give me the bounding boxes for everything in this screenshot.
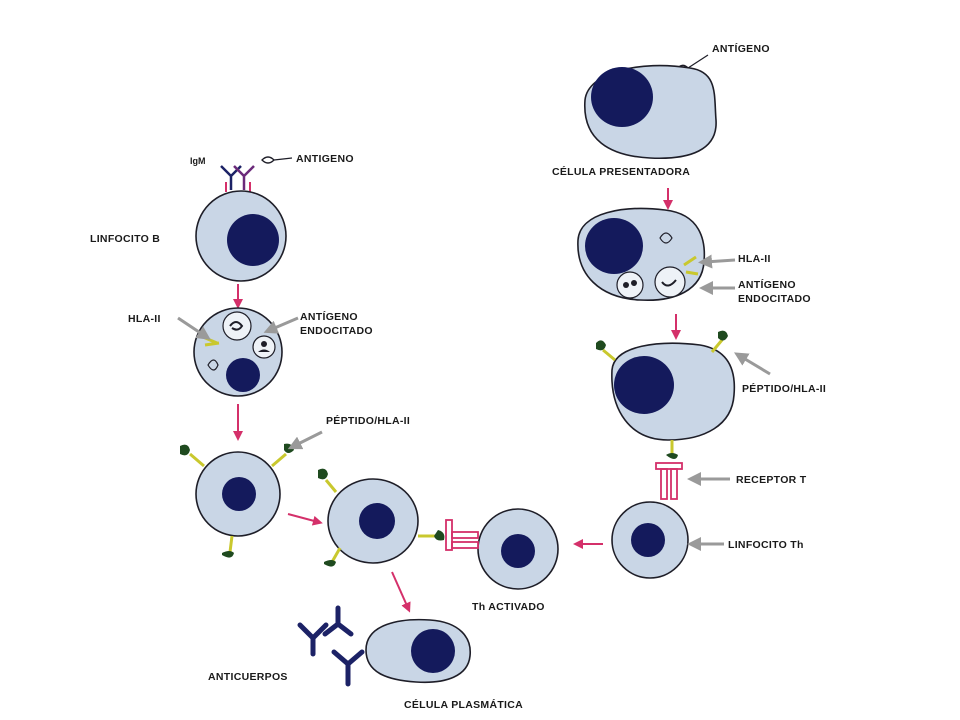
hla-ii-left-label: HLA-II bbox=[128, 313, 161, 325]
apc-cell-3 bbox=[596, 330, 736, 459]
celula-plasmatica-cell bbox=[365, 618, 471, 684]
celula-plasmatica-label: CÉLULA PLASMÁTICA bbox=[404, 698, 523, 711]
celula-presentadora-label: CÉLULA PRESENTADORA bbox=[552, 165, 690, 178]
apc-nucleus-1 bbox=[591, 67, 653, 127]
antigeno-endocitado-right-label-2: ENDOCITADO bbox=[738, 293, 811, 305]
gray-arrow-hla-left bbox=[177, 316, 211, 340]
antigeno-endocitado-left-label-1: ANTÍGENO bbox=[300, 310, 358, 323]
th-nucleus bbox=[631, 523, 665, 557]
receptor-t-label: RECEPTOR T bbox=[736, 474, 807, 486]
th-activado-cell bbox=[477, 508, 559, 590]
antigen-top-label: ANTÍGENO bbox=[712, 42, 770, 55]
linfocito-b-label: LINFOCITO B bbox=[90, 233, 160, 245]
pink-arrow-b-4 bbox=[391, 571, 411, 613]
antibody-1 bbox=[297, 622, 329, 657]
antibody-2 bbox=[322, 605, 354, 637]
receptor-t bbox=[655, 462, 683, 500]
b-vesicle-1 bbox=[222, 311, 252, 341]
apc-nucleus-2 bbox=[585, 218, 643, 274]
peptido-hla-right-label: PÉPTIDO/HLA-II bbox=[742, 382, 826, 395]
gray-arrow-endocitado-left bbox=[263, 316, 299, 334]
peptido-hla-left-label: PÉPTIDO/HLA-II bbox=[326, 414, 410, 427]
b-cell-activated bbox=[318, 468, 419, 567]
antigeno-endocitado-right-label-1: ANTÍGENO bbox=[738, 278, 796, 291]
th-activado-nucleus bbox=[501, 534, 535, 568]
antibody-3 bbox=[331, 649, 365, 687]
linfocito-b-cell bbox=[195, 190, 287, 282]
antigeno-endocitado-left-label-2: ENDOCITADO bbox=[300, 325, 373, 337]
b-endocytosis-nucleus bbox=[226, 358, 260, 392]
apc-cell-1 bbox=[584, 64, 717, 160]
anticuerpos-label: ANTICUERPOS bbox=[208, 671, 288, 683]
antigeno-left-label: ANTIGENO bbox=[296, 153, 354, 165]
linfocito-b-nucleus bbox=[227, 214, 279, 266]
hla-ii-right-label: HLA-II bbox=[738, 253, 771, 265]
apc-nucleus-3 bbox=[614, 356, 674, 414]
th-activado-label: Th ACTIVADO bbox=[472, 601, 545, 613]
gray-arrow-peptido-right bbox=[733, 352, 771, 376]
apc-vesicle-1 bbox=[616, 271, 644, 299]
b-activated-nucleus bbox=[359, 503, 395, 539]
b-cell-presenting bbox=[180, 443, 294, 558]
pink-arrow-b-3 bbox=[287, 513, 323, 526]
linfocito-th-cell bbox=[611, 501, 689, 579]
linfocito-th-label: LINFOCITO Th bbox=[728, 539, 804, 551]
apc-vesicle-2 bbox=[654, 266, 686, 298]
antibodies bbox=[297, 605, 365, 687]
receptor-link bbox=[418, 519, 479, 551]
b-presenting-nucleus bbox=[222, 477, 256, 511]
b-cell-endocytosis bbox=[193, 307, 283, 397]
plasma-nucleus bbox=[411, 629, 455, 673]
igm-label: IgM bbox=[190, 156, 206, 166]
igm-receptor bbox=[220, 156, 293, 192]
gray-arrow-hla-right bbox=[698, 254, 736, 269]
gray-arrow-peptido-left bbox=[287, 430, 323, 450]
apc-cell-2 bbox=[577, 207, 706, 301]
